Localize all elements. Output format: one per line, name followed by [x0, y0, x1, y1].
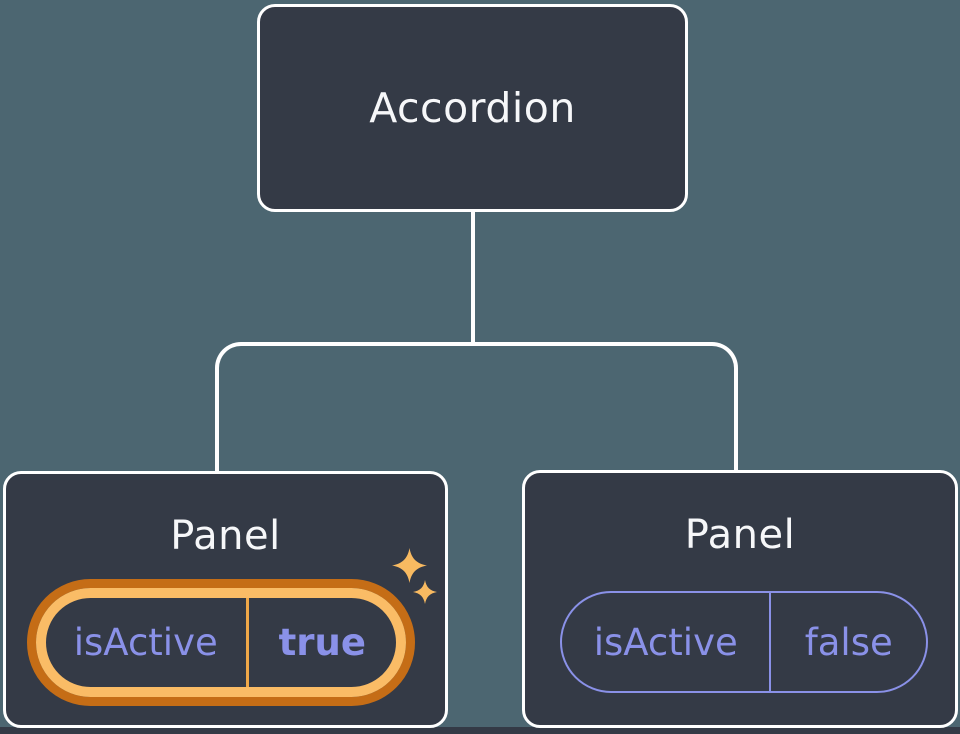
connector-bracket: [215, 342, 738, 473]
state-pill-active: isActive true: [27, 579, 415, 706]
state-name-cell: isActive: [46, 598, 246, 687]
pill-divider: [245, 598, 249, 687]
bottom-strip: [0, 727, 960, 734]
panel-label: Panel: [684, 512, 796, 558]
component-node-panel-inactive: Panel isActive false: [522, 470, 958, 728]
pill-divider: [769, 593, 772, 691]
state-pill-inactive: isActive false: [560, 591, 928, 693]
state-name: isActive: [73, 621, 218, 664]
connector-stem: [471, 211, 475, 346]
state-value-cell: false: [771, 593, 926, 691]
state-value-cell: true: [249, 598, 397, 687]
accordion-label: Accordion: [369, 84, 576, 132]
sparkle-icon-large: [392, 548, 427, 583]
component-node-panel-active: Panel isActive true: [3, 471, 448, 728]
state-name-cell: isActive: [562, 593, 769, 691]
state-pill-inner-ring: isActive true: [36, 588, 406, 697]
component-node-accordion: Accordion: [257, 4, 688, 212]
state-value: true: [278, 621, 366, 664]
sparkle-icon-small: [413, 580, 437, 604]
state-name: isActive: [593, 620, 738, 664]
panel-label: Panel: [170, 513, 281, 559]
state-value: false: [804, 620, 893, 664]
